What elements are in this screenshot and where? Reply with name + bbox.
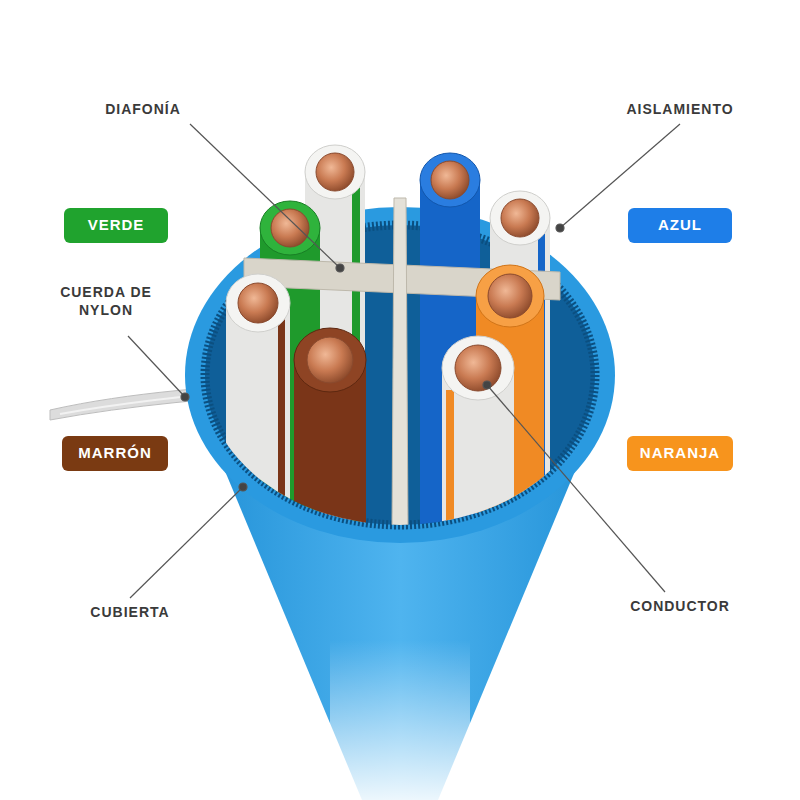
wire-blue-part bbox=[420, 153, 480, 207]
color-label-box: VERDE bbox=[64, 208, 168, 243]
wire-brown bbox=[294, 328, 366, 760]
part-label: CUBIERTA bbox=[88, 604, 171, 622]
wire-brown-white-part bbox=[238, 283, 278, 323]
wire-blue-white-part bbox=[490, 191, 550, 245]
wire-orange-white-part bbox=[442, 336, 514, 400]
wire-brown-part bbox=[294, 328, 366, 392]
wire-brown-white-part bbox=[226, 274, 290, 332]
leader-lines-part bbox=[483, 381, 491, 389]
leader-lines-part bbox=[128, 336, 185, 397]
wire-blue-white-part bbox=[501, 199, 539, 237]
leader-lines-part bbox=[556, 224, 564, 232]
wire-green-white-part bbox=[316, 153, 354, 191]
leader-lines-part bbox=[487, 385, 665, 592]
wire-orange-part bbox=[476, 265, 544, 327]
wire-green-part bbox=[260, 201, 320, 255]
color-label-box: AZUL bbox=[628, 208, 732, 243]
color-name: MARRÓN bbox=[78, 445, 152, 462]
wire-orange-white-part bbox=[455, 345, 501, 391]
part-label: CONDUCTOR bbox=[628, 598, 732, 616]
wire-blue-part bbox=[431, 161, 469, 199]
wire-green-white-part bbox=[305, 145, 365, 199]
color-name: AZUL bbox=[658, 217, 702, 234]
color-name: VERDE bbox=[88, 217, 145, 234]
color-label-box: MARRÓN bbox=[62, 436, 168, 471]
wire-brown-part bbox=[294, 360, 366, 760]
color-label-box: NARANJA bbox=[627, 436, 733, 471]
part-label: AISLAMIENTO bbox=[624, 101, 735, 119]
leader-lines-part bbox=[336, 264, 344, 272]
cross-separator-part bbox=[392, 198, 408, 530]
wire-brown-white bbox=[226, 274, 290, 703]
color-name: NARANJA bbox=[640, 445, 720, 462]
leader-lines-part bbox=[130, 487, 243, 598]
leader-lines-part bbox=[181, 393, 189, 401]
part-label: DIAFONÍA bbox=[103, 101, 183, 119]
part-label: CUERDA DE NYLON bbox=[39, 284, 173, 319]
leader-lines bbox=[128, 124, 680, 598]
wire-green-part bbox=[271, 209, 309, 247]
wire-orange-white bbox=[442, 336, 514, 770]
twisted-pairs bbox=[226, 145, 560, 770]
wire-orange-part bbox=[488, 274, 532, 318]
wire-brown-white-part bbox=[226, 303, 290, 703]
leader-lines-part bbox=[239, 483, 247, 491]
leader-lines-part bbox=[190, 124, 340, 268]
wire-orange-white-part bbox=[446, 390, 454, 770]
cable-jacket-part bbox=[330, 640, 470, 800]
wire-brown-white-part bbox=[278, 318, 285, 698]
wire-brown-part bbox=[307, 337, 353, 383]
